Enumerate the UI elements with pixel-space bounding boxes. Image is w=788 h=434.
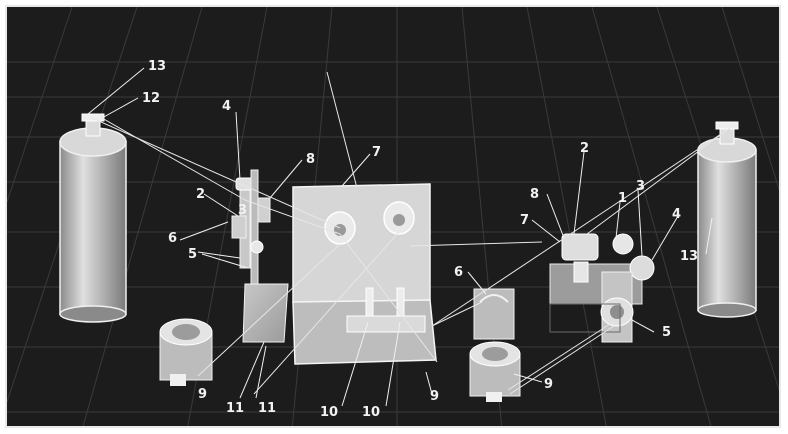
callout-2-left: 2	[196, 187, 205, 202]
callout-6-left: 6	[168, 231, 177, 246]
apparatus-diagram: 13 12 4 8 7 2 6 5 3 9 11 11 10 10 9 2 8 …	[7, 7, 779, 426]
gas-cylinder-right	[697, 121, 757, 318]
gas-cylinder-left	[59, 113, 127, 323]
callout-3-left: 3	[238, 203, 247, 218]
central-panel	[292, 183, 437, 365]
callout-11-b: 11	[258, 401, 276, 416]
callout-9-center: 9	[430, 389, 439, 404]
callout-10-b: 10	[362, 405, 380, 420]
callout-3-right: 3	[636, 179, 645, 194]
tubing-lines	[91, 71, 731, 395]
callout-4-left: 4	[222, 99, 231, 114]
callout-5-left: 5	[188, 247, 197, 262]
callout-12: 12	[142, 91, 160, 106]
callout-2-right: 2	[580, 141, 589, 156]
callout-7-right: 7	[520, 213, 529, 228]
callout-8-right: 8	[530, 187, 539, 202]
callout-labels: 13 12 4 8 7 2 6 5 3 9 11 11 10 10 9 2 8 …	[142, 59, 698, 420]
callout-8-left: 8	[306, 152, 315, 167]
injector-column-left	[231, 169, 289, 343]
callout-9-right: 9	[544, 377, 553, 392]
callout-4-right: 4	[672, 207, 681, 222]
callout-11-a: 11	[226, 401, 244, 416]
callout-5-right: 5	[662, 325, 671, 340]
callout-1: 1	[618, 191, 627, 206]
callout-10-a: 10	[320, 405, 338, 420]
pump-left	[159, 318, 213, 386]
callout-leaders	[87, 67, 713, 407]
callout-13-left: 13	[148, 59, 166, 74]
pump-right	[469, 288, 521, 402]
callout-13-right: 13	[680, 249, 698, 264]
diagram-canvas: 13 12 4 8 7 2 6 5 3 9 11 11 10 10 9 2 8 …	[5, 5, 781, 428]
reactor-assembly-right	[549, 233, 655, 343]
callout-7-left: 7	[372, 145, 381, 160]
callout-9-left: 9	[198, 387, 207, 402]
callout-6-right: 6	[454, 265, 463, 280]
